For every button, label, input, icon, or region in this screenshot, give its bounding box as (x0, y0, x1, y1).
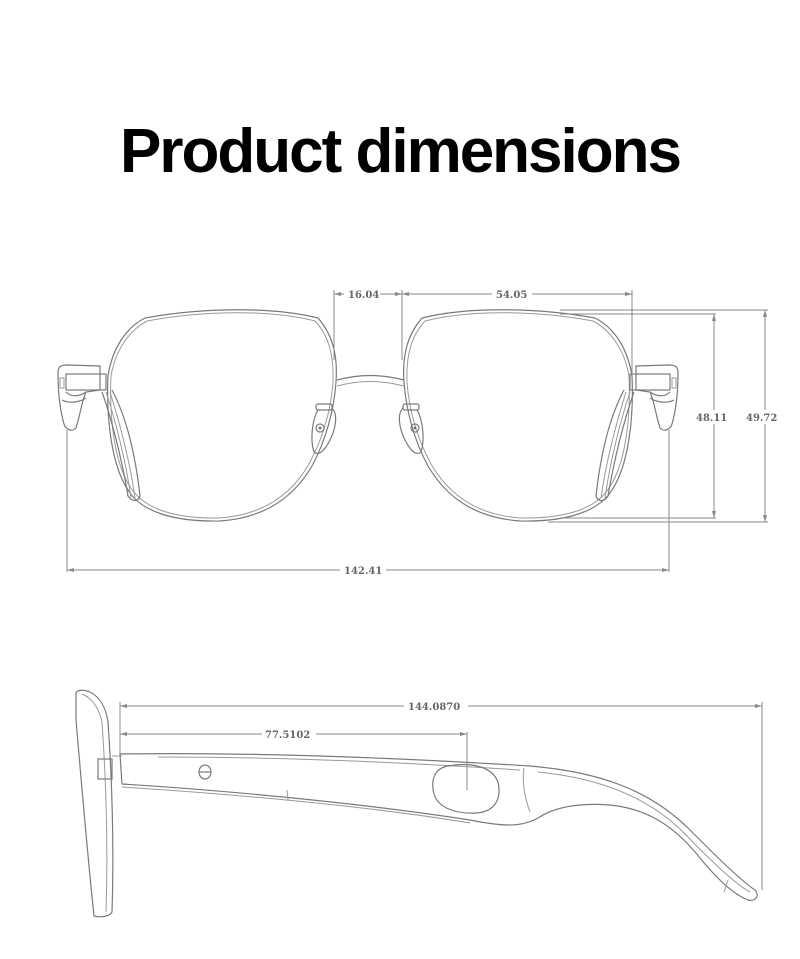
frame-height-label: 49.72 (746, 413, 777, 424)
right-earpiece (595, 364, 679, 502)
side-view-glasses (75, 689, 758, 918)
temple-length-label: 144.0870 (408, 702, 460, 713)
hinge-to-touchpad-label: 77.5102 (265, 730, 310, 741)
lens-height-label: 48.11 (696, 413, 727, 424)
left-earpiece (57, 364, 141, 502)
page-title: Product dimensions (120, 117, 682, 186)
front-view-glasses (57, 309, 679, 522)
side-dimension-lines (119, 700, 763, 890)
touchpad-outline (432, 763, 500, 814)
lens-width-label: 54.05 (496, 290, 527, 301)
right-nose-pad (398, 403, 424, 455)
total-width-label: 142.41 (344, 566, 382, 577)
bridge-width-label: 16.04 (348, 290, 379, 301)
left-nose-pad (311, 403, 337, 455)
front-dimension-lines (66, 288, 780, 576)
